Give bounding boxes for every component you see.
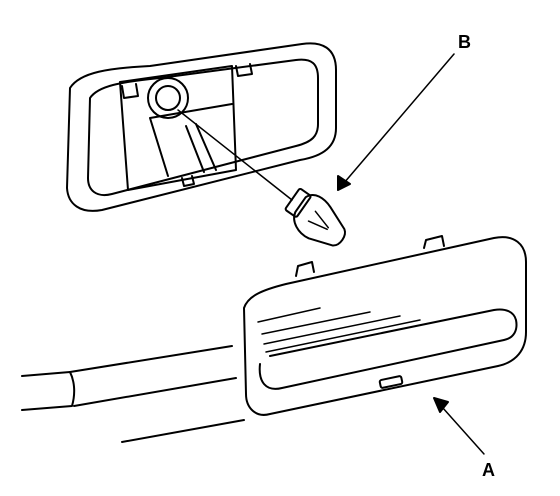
socket-opening <box>119 65 237 191</box>
housing-clip-left <box>121 83 139 99</box>
headliner-line-2 <box>73 377 237 407</box>
housing-clip-right <box>235 63 253 77</box>
lens-outline <box>243 236 527 416</box>
lens-window <box>258 308 518 390</box>
headliner-panel <box>21 371 76 411</box>
housing-clip-bottom <box>181 175 195 187</box>
lens-ribs <box>257 307 421 353</box>
callout-b-leader <box>337 53 455 191</box>
bulb-base <box>284 187 312 218</box>
bulb-removal-path <box>177 109 293 201</box>
bulb-glass <box>293 194 346 247</box>
bulb-filament <box>307 210 330 231</box>
housing-inner-rim <box>87 58 319 196</box>
wedge-bulb <box>284 187 346 247</box>
lamp-housing <box>66 42 337 212</box>
lens-tab-right <box>423 235 445 249</box>
callout-a <box>433 397 485 455</box>
headliner-line-1 <box>69 345 233 373</box>
lamp-lens <box>243 235 527 416</box>
bulb-socket-inner <box>155 85 181 111</box>
housing-outer-bezel <box>66 42 337 212</box>
callout-label-b: B <box>458 32 471 52</box>
bulb-socket <box>147 77 189 119</box>
lens-tab-left <box>295 261 315 277</box>
callout-a-arrowhead <box>433 397 449 413</box>
headliner-line-3 <box>121 419 245 443</box>
callout-label-a: A <box>482 460 495 480</box>
socket-back-wall <box>149 103 233 177</box>
callout-b <box>337 53 455 191</box>
lens-release-notch <box>378 375 404 389</box>
headliner-edge <box>21 345 245 443</box>
callout-b-arrowhead <box>337 175 351 191</box>
